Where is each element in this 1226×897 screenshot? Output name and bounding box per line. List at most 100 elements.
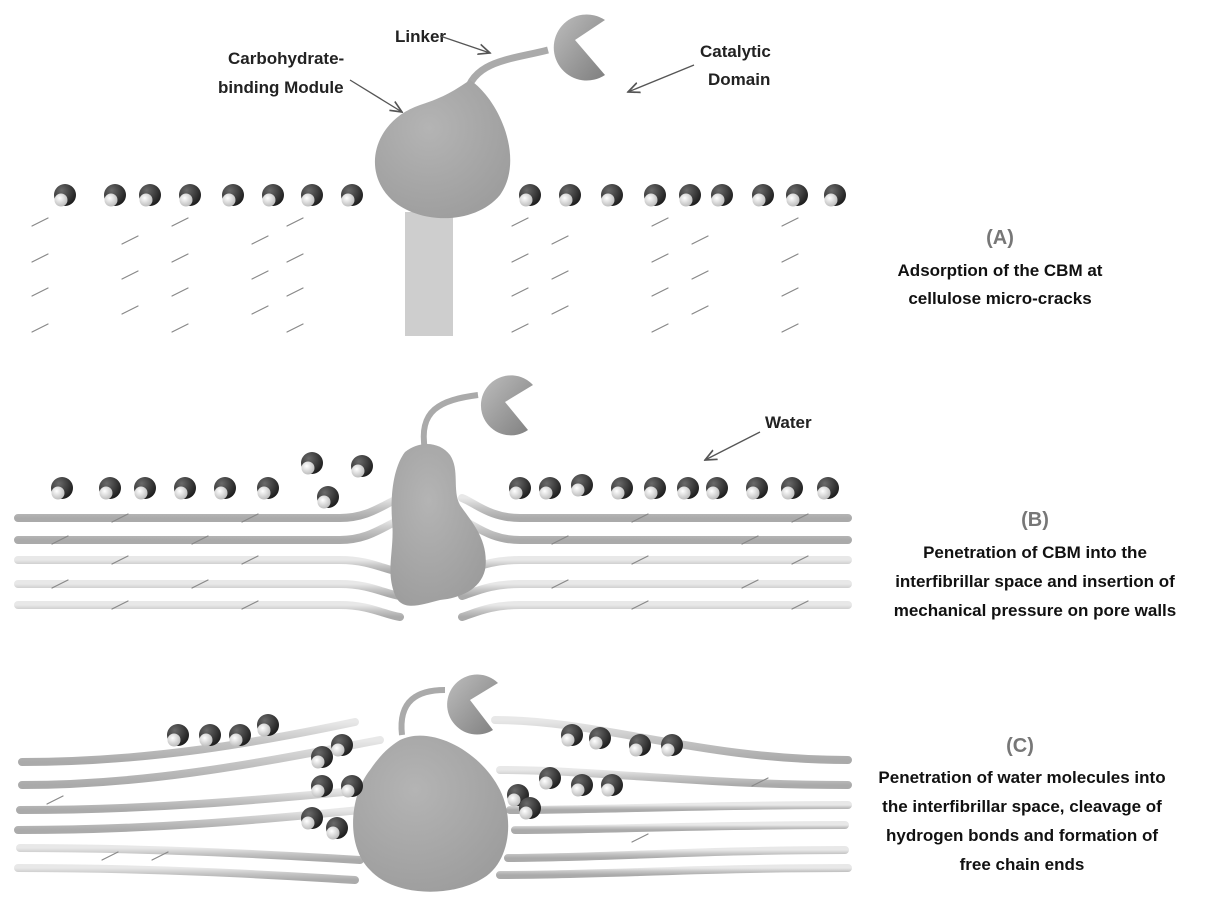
cellulose-fibril — [462, 520, 848, 540]
cellulose-fibril — [500, 868, 848, 875]
water-molecule — [174, 477, 196, 500]
cellulose-fibril — [18, 868, 355, 880]
linker-label: Linker — [395, 27, 446, 46]
water-molecule — [54, 184, 76, 207]
water-molecule — [539, 767, 561, 790]
catalytic-label-line1: Catalytic — [700, 42, 771, 61]
cellulose-fibril — [20, 848, 360, 860]
water-molecule — [601, 774, 623, 797]
water-molecule — [509, 477, 531, 500]
water-molecule — [706, 477, 728, 500]
water-molecule — [134, 477, 156, 500]
water-molecule — [351, 455, 373, 478]
cellulose-fibril — [18, 584, 400, 596]
water-molecule — [561, 724, 583, 747]
panel-b-tag: (B) — [1021, 509, 1049, 531]
water-molecule — [519, 797, 541, 820]
water-molecule — [559, 184, 581, 207]
water-molecule — [257, 477, 279, 500]
panel-a-tag: (A) — [986, 227, 1014, 249]
glucose-bond-tick — [632, 834, 648, 842]
water-molecule — [99, 477, 121, 500]
water-molecule — [301, 452, 323, 475]
cellulose-fibril — [462, 605, 848, 617]
water-molecule — [539, 477, 561, 500]
water-molecule — [331, 734, 353, 757]
water-molecule — [214, 477, 236, 500]
catalytic-domain-c — [447, 675, 498, 735]
catalytic-domain-b — [481, 375, 533, 435]
panel-c-caption-line1: Penetration of water molecules into — [878, 768, 1165, 787]
panel-c-caption-line2: the interfibrillar space, cleavage of — [882, 797, 1162, 816]
panel-b-caption-line3: mechanical pressure on pore walls — [894, 601, 1177, 620]
micro-crack-region — [405, 212, 453, 336]
cbm-label-line2: binding Module — [218, 78, 344, 97]
water-molecule — [262, 184, 284, 207]
water-molecule — [301, 807, 323, 830]
water-molecule — [571, 774, 593, 797]
water-molecule — [679, 184, 701, 207]
cbm-label-line1: Carbohydrate- — [228, 49, 344, 68]
water-molecule — [179, 184, 201, 207]
water-molecule — [519, 184, 541, 207]
water-molecule — [589, 727, 611, 750]
water-molecule — [661, 734, 683, 757]
water-molecule — [301, 184, 323, 207]
linker-b — [424, 395, 478, 450]
water-molecule — [104, 184, 126, 207]
cellulose-fibril — [18, 520, 400, 540]
water-molecule — [311, 746, 333, 769]
panel-a-caption-line2: cellulose micro-cracks — [908, 289, 1091, 308]
catalytic-domain-a — [554, 15, 605, 81]
water-label: Water — [765, 413, 812, 432]
water-molecule — [644, 477, 666, 500]
water-molecule — [711, 184, 733, 207]
glucose-bond-tick — [102, 852, 118, 860]
panel-c-tag: (C) — [1006, 735, 1034, 757]
water-molecule — [817, 477, 839, 500]
water-molecule — [571, 474, 593, 497]
water-molecule — [222, 184, 244, 207]
cellulose-fibril — [18, 605, 400, 617]
panel-c-caption-line3: hydrogen bonds and formation of — [886, 826, 1158, 845]
carbohydrate-binding-module-c — [353, 736, 508, 892]
panel-b: Water (B) Penetration of CBM into the in… — [18, 375, 1176, 627]
linker-c — [401, 690, 445, 735]
cellulose-fibril — [462, 498, 848, 518]
water-molecule — [341, 184, 363, 207]
water-molecule — [139, 184, 161, 207]
cellulose-fibril — [462, 584, 848, 596]
water-molecule — [786, 184, 808, 207]
carbohydrate-binding-module-b — [390, 444, 485, 606]
cellulose-fibril — [510, 805, 848, 810]
glucose-bond-tick — [47, 796, 63, 804]
panel-a-caption-line1: Adsorption of the CBM at — [898, 261, 1103, 280]
cellulose-fibril — [18, 498, 400, 518]
water-molecule — [824, 184, 846, 207]
water-molecule — [752, 184, 774, 207]
water-molecule — [326, 817, 348, 840]
catalytic-label-line2: Domain — [708, 70, 770, 89]
water-molecule — [746, 477, 768, 500]
water-molecule — [677, 477, 699, 500]
panel-a: Linker Carbohydrate- binding Module Cata… — [14, 15, 1103, 337]
water-molecule — [317, 486, 339, 509]
panel-c-caption-line4: free chain ends — [960, 855, 1085, 874]
water-molecule — [167, 724, 189, 747]
cellulose-fibril — [18, 560, 400, 572]
water-molecule — [257, 714, 279, 737]
water-molecule — [51, 477, 73, 500]
cellulose-fibril — [508, 850, 845, 858]
water-molecule — [601, 184, 623, 207]
carbohydrate-binding-module-a — [375, 80, 510, 218]
water-molecule — [644, 184, 666, 207]
panel-c: (C) Penetration of water molecules into … — [18, 675, 1166, 892]
cellulose-fibril — [515, 825, 845, 830]
water-molecule — [629, 734, 651, 757]
cellulose-fibril — [462, 560, 848, 572]
panel-b-caption-line1: Penetration of CBM into the — [923, 543, 1147, 562]
water-molecule — [611, 477, 633, 500]
panel-b-caption-line2: interfibrillar space and insertion of — [895, 572, 1175, 591]
water-molecule — [781, 477, 803, 500]
